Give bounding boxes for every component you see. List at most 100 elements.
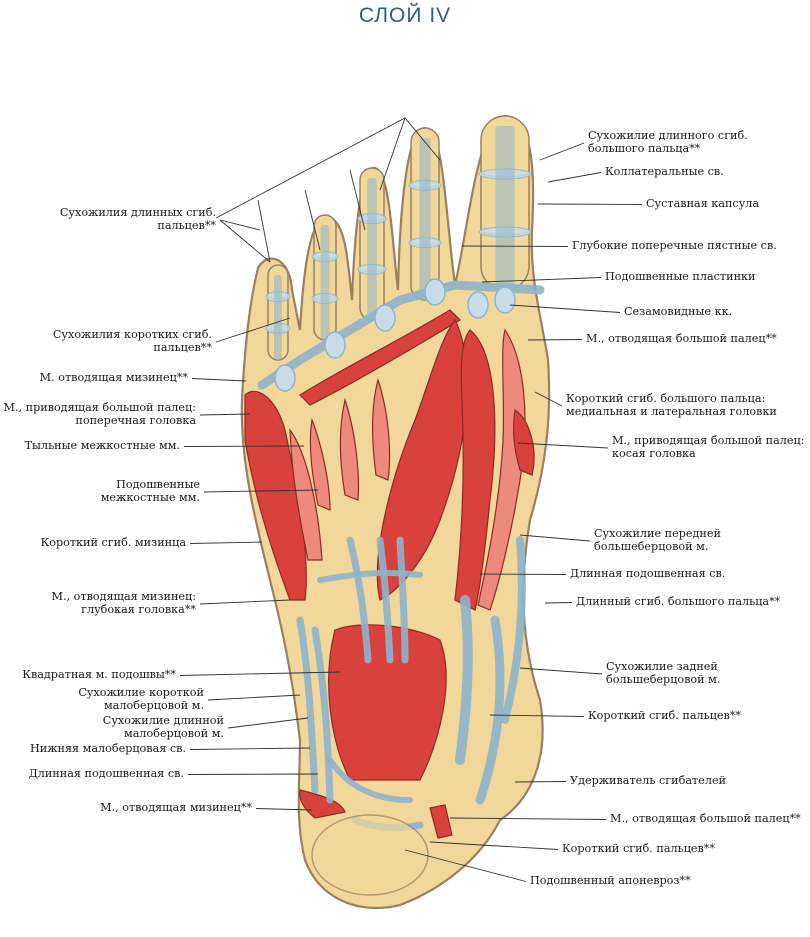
label-line: Подошвенный апоневроз** <box>530 874 691 887</box>
label-line: М., отводящая мизинец: <box>51 590 196 603</box>
plantar-plate <box>324 331 346 359</box>
label-r9: М., приводящая большой палец:косая голов… <box>612 434 805 460</box>
interosseous-2 <box>339 397 360 501</box>
leader-line-l2 <box>215 317 291 343</box>
label-r18: Подошвенный апоневроз** <box>530 874 691 887</box>
label-line: медиальная и латеральная головки <box>566 405 777 418</box>
long-flexor-tendon-3 <box>396 536 409 664</box>
leader-line-l1 <box>219 219 271 263</box>
label-line: Коллатеральные св. <box>605 165 724 178</box>
label-r11: Длинная подошвенная св. <box>570 567 725 580</box>
abductor-digiti-minimi <box>244 390 307 601</box>
label-line: Сухожилия коротких сгиб. <box>52 328 212 341</box>
label-line: Сухожилие длинной <box>102 714 224 727</box>
plantar-plate <box>274 364 296 392</box>
label-line: Подошвенные <box>116 478 200 491</box>
label-l2: Сухожилия коротких сгиб.пальцев** <box>53 328 212 354</box>
long-flexor-tendon-2 <box>376 536 394 664</box>
label-r6: Сезамовидные кк. <box>624 305 732 318</box>
leader-line-r10 <box>519 534 591 542</box>
leader-line-l5 <box>183 445 305 447</box>
calcaneus <box>311 814 429 896</box>
label-line: М., приводящая большой палец: <box>3 401 197 414</box>
label-line: глубокая головка** <box>81 603 196 616</box>
label-l3: М. отводящая мизинец** <box>40 371 188 384</box>
leader-line-l9 <box>179 671 341 676</box>
label-line: Длинный сгиб. большого пальца** <box>576 595 781 608</box>
leader-line-r2 <box>547 172 602 183</box>
label-line: М., приводящая большой палец: <box>612 434 805 447</box>
label-line: М. отводящая мизинец** <box>39 371 188 384</box>
long-plantar-ligament <box>317 569 423 583</box>
label-line: Глубокие поперечные пястные св. <box>572 239 777 252</box>
leader-line-l13 <box>187 773 319 775</box>
leader-line-r6 <box>509 304 621 313</box>
label-l5: Тыльные межкостные мм. <box>25 439 180 452</box>
leader-line-l6 <box>203 489 319 493</box>
interosseous-3 <box>371 377 391 481</box>
label-line: поперечная головка <box>75 414 196 427</box>
fhl-tendon <box>455 595 473 765</box>
toe-tendon <box>367 178 377 320</box>
toe-tendon <box>274 275 282 360</box>
toe-tendon <box>495 126 515 290</box>
flexor-retinaculum <box>327 757 413 803</box>
leader-line-r4 <box>461 245 569 247</box>
label-line: пальцев** <box>157 219 216 232</box>
label-line: М., отводящая мизинец** <box>100 801 252 814</box>
label-r16: М., отводящая большой палец** <box>610 812 801 825</box>
label-l1: Сухожилия длинных сгиб.пальцев** <box>60 206 216 232</box>
label-line: большеберцовой м. <box>606 673 721 686</box>
label-l9: Квадратная м. подошвы** <box>22 668 176 681</box>
leader-line-r17 <box>429 841 559 850</box>
flexor-digiti-minimi <box>289 428 323 561</box>
leader-line-r5 <box>481 277 602 283</box>
abductor-hallucis <box>513 408 535 476</box>
label-line: Сухожилие передней <box>594 527 721 540</box>
fhb-lateral-head <box>454 329 496 611</box>
interosseous-1 <box>309 417 331 511</box>
label-line: Квадратная м. подошвы** <box>22 668 176 681</box>
leader-line-r15 <box>514 781 567 783</box>
leader-lines <box>179 117 643 882</box>
label-l14: М., отводящая мизинец** <box>100 801 252 814</box>
label-r2: Коллатеральные св. <box>605 165 724 178</box>
leader-line-l12 <box>189 747 311 750</box>
peroneus-longus-tendon <box>311 626 334 804</box>
long-flexor-tendon-1 <box>346 536 372 664</box>
label-r5: Подошвенные пластинки <box>605 270 755 283</box>
label-line: Удерживатель сгибателей <box>570 774 727 787</box>
label-r1: Сухожилие длинного сгиб.большого пальца*… <box>588 129 748 155</box>
leader-line-r13 <box>519 667 603 675</box>
label-line: межкостные мм. <box>100 491 200 504</box>
label-line: Сухожилие длинного сгиб. <box>588 129 748 142</box>
leader-line-l10 <box>207 694 301 701</box>
label-r17: Короткий сгиб. пальцев** <box>562 842 715 855</box>
tendon-bracket <box>215 117 441 263</box>
label-line: малоберцовой м. <box>124 727 224 740</box>
label-line: косая головка <box>612 447 696 460</box>
label-l7: Короткий сгиб. мизинца <box>41 536 186 549</box>
label-line: Короткий сгиб. большого пальца: <box>566 392 766 405</box>
label-line: Нижняя малоберцовая св. <box>30 742 186 755</box>
label-r4: Глубокие поперечные пястные св. <box>572 239 777 252</box>
leader-line-r3 <box>537 203 643 205</box>
leader-line-l4 <box>199 413 251 416</box>
label-r15: Удерживатель сгибателей <box>570 774 726 787</box>
label-r12: Длинный сгиб. большого пальца** <box>576 595 780 608</box>
label-line: Длинная подошвенная св. <box>570 567 726 580</box>
label-r3: Суставная капсула <box>646 197 759 210</box>
label-r7: М., отводящая большой палец** <box>586 332 777 345</box>
label-line: Сухожилия длинных сгиб. <box>59 206 216 219</box>
label-l12: Нижняя малоберцовая св. <box>30 742 186 755</box>
leader-line-l3 <box>191 378 247 382</box>
label-line: пальцев** <box>153 341 212 354</box>
foot-drawing <box>240 114 551 910</box>
label-line: большеберцовой м. <box>594 540 709 553</box>
label-line: Подошвенные пластинки <box>605 270 756 283</box>
leader-line-r7 <box>527 339 583 341</box>
label-l8: М., отводящая мизинец:глубокая головка** <box>52 590 196 616</box>
